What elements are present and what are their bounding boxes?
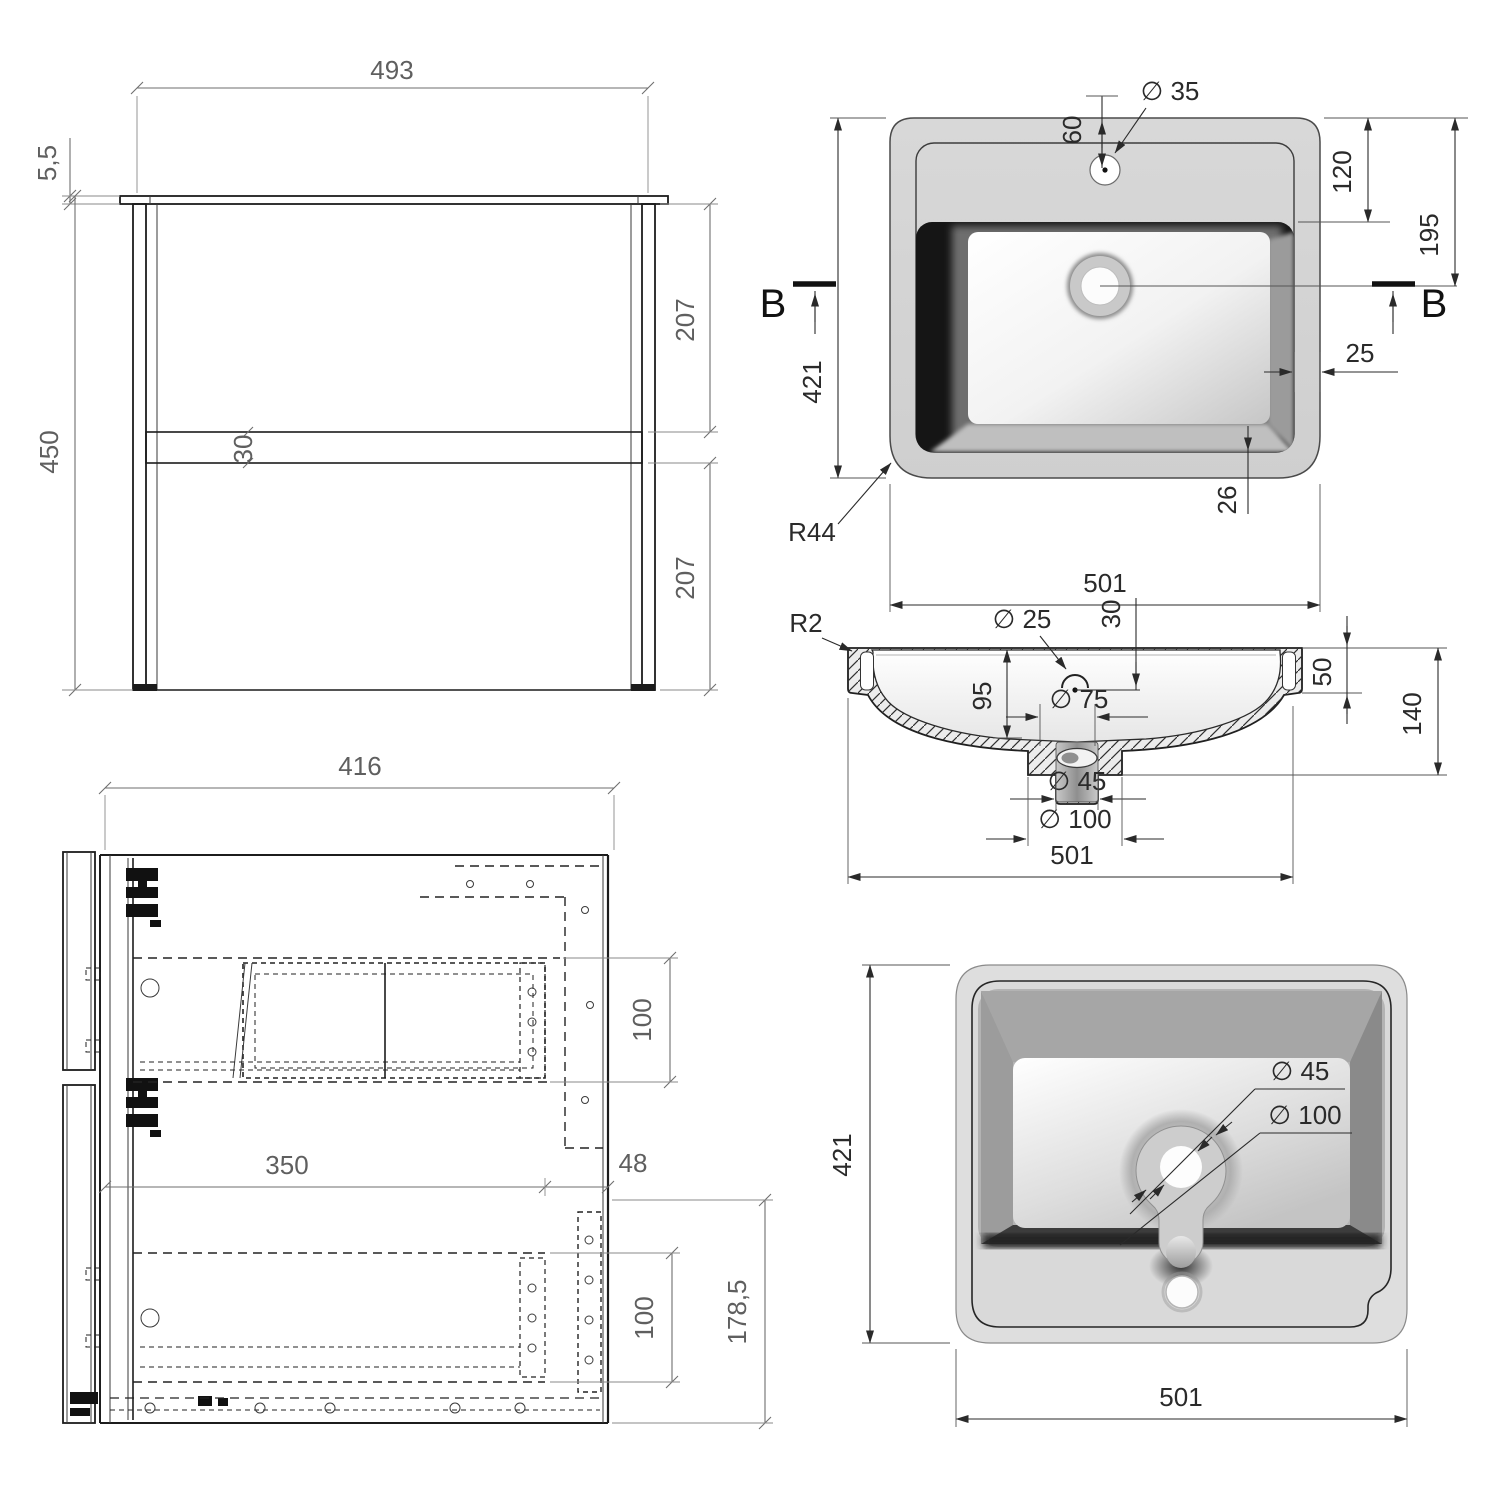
cabinet-front-view: 493 5,5 450 30 207 207 bbox=[32, 55, 718, 697]
hinge-hardware-upper bbox=[126, 868, 161, 927]
dim-lower-rail: 100 bbox=[629, 1296, 659, 1339]
dim-front-width: 493 bbox=[370, 55, 413, 85]
cabinet-side-view: 416 100 350 48 100 178,5 bbox=[62, 751, 773, 1430]
dim-faucet-offset: 60 bbox=[1057, 116, 1087, 145]
upper-drawer-front bbox=[62, 851, 96, 1071]
dim-rim-width: 25 bbox=[1346, 338, 1375, 368]
dim-front-lower: 207 bbox=[670, 556, 700, 599]
dim-edge-radius: R2 bbox=[789, 608, 822, 638]
dim-top-height: 421 bbox=[797, 360, 827, 403]
sink-top-view: 421 501 60 ∅ 35 120 195 bbox=[760, 76, 1468, 612]
dim-overflow-dia: ∅ 25 bbox=[993, 604, 1052, 634]
dim-drawer-height: 178,5 bbox=[722, 1279, 752, 1344]
dim-corner-radius: R44 bbox=[788, 517, 836, 547]
dim-upper-rail: 100 bbox=[627, 998, 657, 1041]
section-basin-interior bbox=[870, 649, 1282, 743]
cabinet-foot-right bbox=[631, 684, 655, 691]
dim-underside-height: 421 bbox=[827, 1133, 857, 1176]
underside-dimensions: 421 501 ∅ 45 ∅ 100 bbox=[827, 964, 1408, 1427]
dim-top-width: 501 bbox=[1083, 568, 1126, 598]
dim-front-top-thickness: 5,5 bbox=[32, 145, 62, 181]
section-groove-left bbox=[860, 651, 874, 691]
lower-drawer-front bbox=[62, 1084, 96, 1424]
dim-side-depth: 416 bbox=[338, 751, 381, 781]
dim-overflow-depth: 30 bbox=[1096, 600, 1126, 629]
dim-front-height: 450 bbox=[34, 430, 64, 473]
dim-recess-dia: ∅ 75 bbox=[1050, 684, 1109, 714]
dim-underside-drain-dia: ∅ 45 bbox=[1271, 1056, 1330, 1086]
hinge-hardware-lower bbox=[126, 1078, 161, 1137]
cabinet-side-dimensions: 416 100 350 48 100 178,5 bbox=[98, 751, 773, 1430]
drain-stub bbox=[1166, 1236, 1196, 1268]
section-letter-right: B bbox=[1421, 282, 1448, 326]
dim-faucet-dia: ∅ 35 bbox=[1141, 76, 1200, 106]
dim-front-shelf: 30 bbox=[228, 435, 258, 464]
dim-total-depth: 140 bbox=[1397, 692, 1427, 735]
cabinet-front-dimensions: 493 5,5 450 30 207 207 bbox=[32, 55, 718, 697]
dim-back-gap: 48 bbox=[619, 1148, 648, 1178]
lower-drawer-hidden bbox=[519, 1257, 546, 1378]
overflow-hole bbox=[1061, 674, 1089, 689]
dim-drain-dia: ∅ 45 bbox=[1048, 766, 1107, 796]
upper-drawer-hidden bbox=[242, 962, 546, 1079]
dim-front-depth: 350 bbox=[265, 1150, 308, 1180]
bottom-bracket bbox=[70, 1392, 228, 1416]
cabinet-foot-left bbox=[133, 684, 157, 691]
faucet-hole-underside bbox=[1165, 1275, 1199, 1309]
cabinet-side-linework bbox=[62, 851, 610, 1424]
dim-section-width: 501 bbox=[1050, 840, 1093, 870]
sink-section-view: R2 ∅ 25 30 95 ∅ 75 ∅ 45 ∅ 100 bbox=[789, 598, 1447, 884]
section-groove-right bbox=[1282, 651, 1296, 691]
section-letter-left: B bbox=[760, 282, 787, 326]
faucet-hole-center bbox=[1102, 167, 1108, 173]
dim-ledge: 50 bbox=[1307, 658, 1337, 687]
dim-underside-width: 501 bbox=[1159, 1382, 1202, 1412]
dim-basin-depth: 95 bbox=[967, 682, 997, 711]
dim-underside-boss-dia: ∅ 100 bbox=[1268, 1100, 1341, 1130]
drain-hole-underside bbox=[1160, 1146, 1202, 1188]
sink-top-dimensions: 421 501 60 ∅ 35 120 195 bbox=[760, 76, 1468, 612]
cabinet-front-linework bbox=[119, 195, 669, 691]
dim-rim-bottom: 26 bbox=[1212, 486, 1242, 515]
dim-front-upper: 207 bbox=[670, 298, 700, 341]
dim-deck-depth: 120 bbox=[1327, 150, 1357, 193]
section-dimensions: R2 ∅ 25 30 95 ∅ 75 ∅ 45 ∅ 100 bbox=[789, 598, 1442, 884]
dim-drain-offset: 195 bbox=[1414, 213, 1444, 256]
dim-boss-dia: ∅ 100 bbox=[1038, 804, 1111, 834]
sink-underside-view: 421 501 ∅ 45 ∅ 100 bbox=[827, 964, 1408, 1427]
